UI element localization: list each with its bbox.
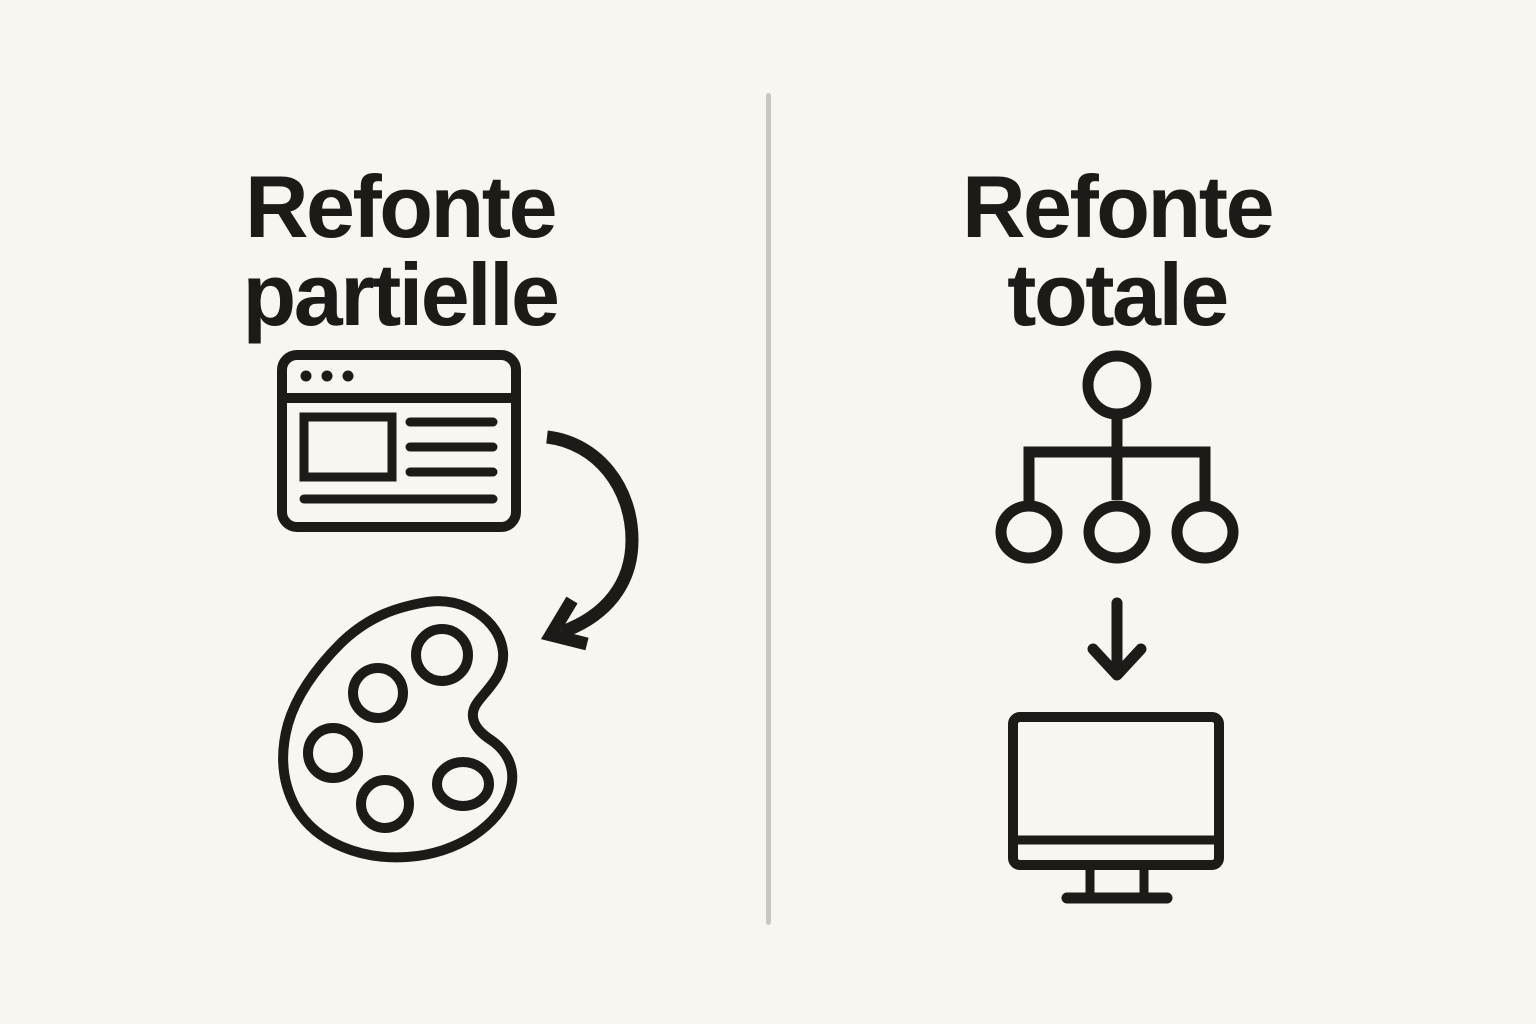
palette-icon <box>278 596 518 863</box>
sitemap-icon <box>995 350 1239 564</box>
left-panel-title: Refonte partielle <box>0 156 800 344</box>
left-title-line1: Refonte <box>244 156 558 256</box>
right-title-line2: totale <box>1007 244 1229 344</box>
vertical-divider <box>766 93 771 925</box>
browser-dots <box>300 370 354 382</box>
right-title-line1: Refonte <box>961 156 1275 256</box>
left-title-line2: partielle <box>242 244 560 344</box>
down-arrow-icon <box>1087 597 1147 681</box>
monitor-icon <box>1008 712 1224 904</box>
right-panel-title: Refonte totale <box>717 156 1517 344</box>
curved-arrow-icon <box>540 430 639 651</box>
browser-window-icon <box>277 350 521 532</box>
